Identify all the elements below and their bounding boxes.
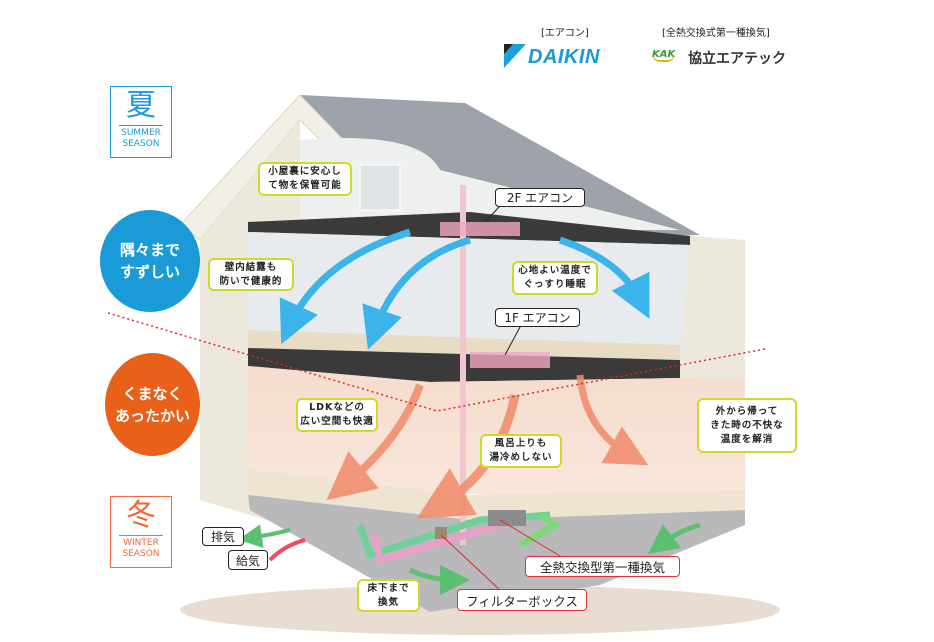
roof xyxy=(300,95,700,240)
callout-sleep: 心地よい温度で ぐっすり睡眠 xyxy=(512,261,598,295)
summer-season-badge: 夏 SUMMER SEASON xyxy=(110,86,172,158)
ventilation-caption: [全熱交換式第一種換気] xyxy=(662,28,770,39)
season-label: SEASON xyxy=(122,139,160,149)
label-erv: 全熱交換型第一種換気 xyxy=(525,556,680,577)
callout-return: 外から帰って きた時の不快な 温度を解消 xyxy=(697,398,797,453)
winter-label: WINTER xyxy=(123,538,159,548)
vertical-duct xyxy=(460,185,466,545)
1f-floor xyxy=(248,470,745,520)
ventilation-arrow xyxy=(647,522,701,554)
leader-line xyxy=(504,326,521,356)
callout-ldk: LDKなどの 広い空間も快適 xyxy=(296,398,378,432)
callout-wall: 壁内結露も 防いで健康的 xyxy=(208,258,294,291)
ventilation-arrow xyxy=(408,564,470,595)
cool-air-arrow xyxy=(558,236,650,319)
cool-air-arrow xyxy=(362,236,471,350)
aircon-caption: [エアコン] xyxy=(541,28,589,39)
winter-bubble: くまなく あったかい xyxy=(105,353,200,456)
season-label: SEASON xyxy=(122,549,160,559)
return-duct xyxy=(371,521,501,565)
daikin-mark-icon xyxy=(504,44,526,68)
winter-season-badge: 冬 WINTER SEASON xyxy=(110,496,172,568)
winter-kanji: 冬 xyxy=(126,498,156,533)
leader-line xyxy=(499,519,561,557)
erv-unit xyxy=(488,510,526,526)
cool-air-arrow xyxy=(279,228,412,345)
summer-label: SUMMER xyxy=(121,128,161,138)
daikin-logo: DAIKIN xyxy=(504,44,628,72)
underfloor-space xyxy=(248,495,745,612)
leader-line xyxy=(484,205,501,223)
label-exhaust: 排気 xyxy=(202,527,244,546)
supply-arrow xyxy=(268,538,306,562)
exhaust-arrow xyxy=(238,524,291,549)
summer-kanji: 夏 xyxy=(126,88,156,123)
season-divider-line xyxy=(107,312,766,412)
warm-air-arrow xyxy=(326,383,424,501)
label-filter-box: フィルターボックス xyxy=(457,589,587,611)
kak-logo: KAK 協立エアテック xyxy=(652,49,786,67)
leader-line xyxy=(440,534,501,591)
filter-box xyxy=(435,527,447,539)
label-1f-aircon: 1F エアコン xyxy=(495,308,580,327)
callout-attic: 小屋裏に安心し て物を保管可能 xyxy=(258,162,352,196)
erv-duct xyxy=(518,512,562,549)
1f-ac-unit xyxy=(470,352,550,368)
label-2f-aircon: 2F エアコン xyxy=(495,188,585,207)
2f-ac-unit xyxy=(440,222,520,236)
callout-bath: 風呂上りも 湯冷めしない xyxy=(480,434,562,468)
warm-air-arrow xyxy=(576,374,649,466)
summer-bubble: 隅々まで すずしい xyxy=(100,210,200,312)
callout-underfloor: 床下まで 換気 xyxy=(357,579,420,612)
attic-window xyxy=(359,164,401,211)
label-supply: 給気 xyxy=(228,550,268,570)
